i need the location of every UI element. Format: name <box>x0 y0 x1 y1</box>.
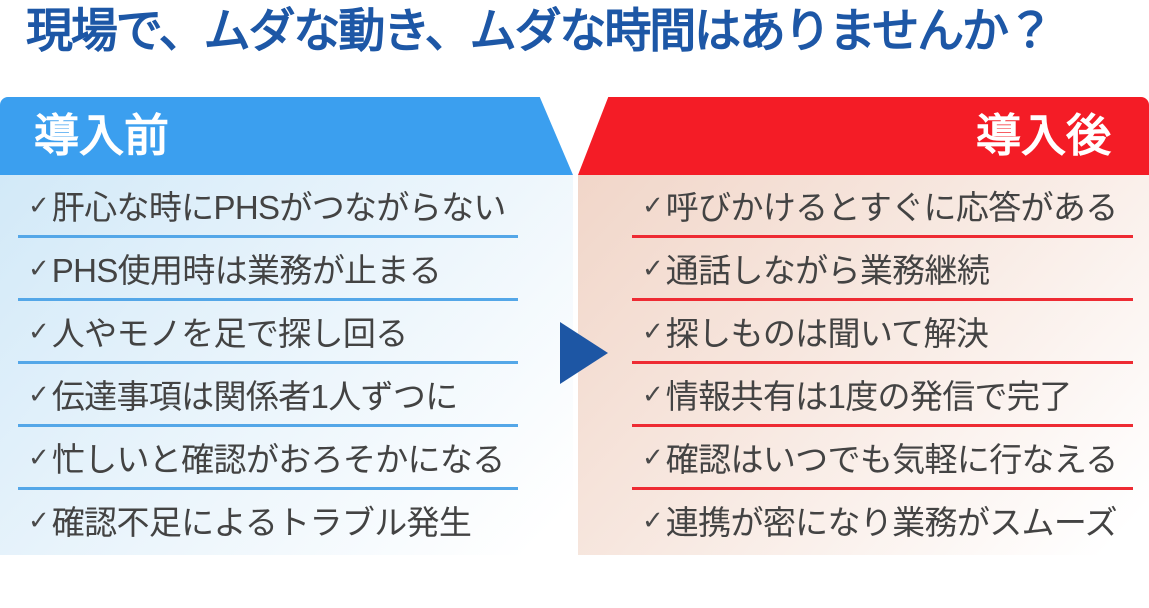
after-list: ✓ 呼びかけるとすぐに応答がある ✓ 通話しながら業務継続 ✓ 探しものは聞いて… <box>632 175 1133 553</box>
list-item: ✓ 肝心な時にPHSがつながらない <box>18 175 518 238</box>
list-item: ✓ 人やモノを足で探し回る <box>18 301 518 364</box>
before-panel: ✓ 肝心な時にPHSがつながらない ✓ PHS使用時は業務が止まる ✓ 人やモノ… <box>0 175 573 555</box>
check-icon: ✓ <box>28 252 50 283</box>
check-icon: ✓ <box>642 252 664 283</box>
list-item-text: 呼びかけるとすぐに応答がある <box>665 189 1118 226</box>
check-icon: ✓ <box>28 315 50 346</box>
before-list: ✓ 肝心な時にPHSがつながらない ✓ PHS使用時は業務が止まる ✓ 人やモノ… <box>18 175 518 553</box>
list-item: ✓ PHS使用時は業務が止まる <box>18 238 518 301</box>
list-item: ✓ 伝達事項は関係者1人ずつに <box>18 364 518 427</box>
check-icon: ✓ <box>28 441 50 472</box>
list-item-text: PHS使用時は業務が止まる <box>51 252 442 289</box>
list-item-text: 伝達事項は関係者1人ずつに <box>51 378 458 415</box>
after-panel: ✓ 呼びかけるとすぐに応答がある ✓ 通話しながら業務継続 ✓ 探しものは聞いて… <box>578 175 1149 555</box>
list-item: ✓ 確認はいつでも気軽に行なえる <box>632 427 1133 490</box>
list-item-text: 肝心な時にPHSがつながらない <box>51 189 507 226</box>
list-item-text: 忙しいと確認がおろそかになる <box>51 441 505 478</box>
list-item: ✓ 忙しいと確認がおろそかになる <box>18 427 518 490</box>
check-icon: ✓ <box>28 504 50 535</box>
check-icon: ✓ <box>28 378 50 409</box>
before-header-banner: 導入前 <box>0 97 573 175</box>
list-item: ✓ 連携が密になり業務がスムーズ <box>632 490 1133 553</box>
check-icon: ✓ <box>642 441 664 472</box>
list-item-text: 人やモノを足で探し回る <box>51 315 408 352</box>
check-icon: ✓ <box>642 315 664 346</box>
list-item: ✓ 探しものは聞いて解決 <box>632 301 1133 364</box>
check-icon: ✓ <box>642 378 664 409</box>
after-header-banner: 導入後 <box>578 97 1149 175</box>
after-header-label: 導入後 <box>975 110 1111 161</box>
check-icon: ✓ <box>642 504 664 535</box>
list-item: ✓ 通話しながら業務継続 <box>632 238 1133 301</box>
list-item: ✓ 呼びかけるとすぐに応答がある <box>632 175 1133 238</box>
list-item-text: 情報共有は1度の発信で完了 <box>665 378 1072 415</box>
check-icon: ✓ <box>28 189 50 220</box>
list-item-text: 連携が密になり業務がスムーズ <box>665 504 1118 541</box>
page-title: 現場で、ムダな動き、ムダな時間はありませんか？ <box>26 4 1054 57</box>
list-item-text: 確認はいつでも気軽に行なえる <box>665 441 1118 478</box>
check-icon: ✓ <box>642 189 664 220</box>
before-header-label: 導入前 <box>34 110 170 161</box>
list-item: ✓ 確認不足によるトラブル発生 <box>18 490 518 553</box>
arrow-right-icon <box>560 322 608 384</box>
list-item-text: 探しものは聞いて解決 <box>665 315 989 352</box>
list-item-text: 確認不足によるトラブル発生 <box>51 504 472 541</box>
list-item: ✓ 情報共有は1度の発信で完了 <box>632 364 1133 427</box>
list-item-text: 通話しながら業務継続 <box>665 252 990 289</box>
